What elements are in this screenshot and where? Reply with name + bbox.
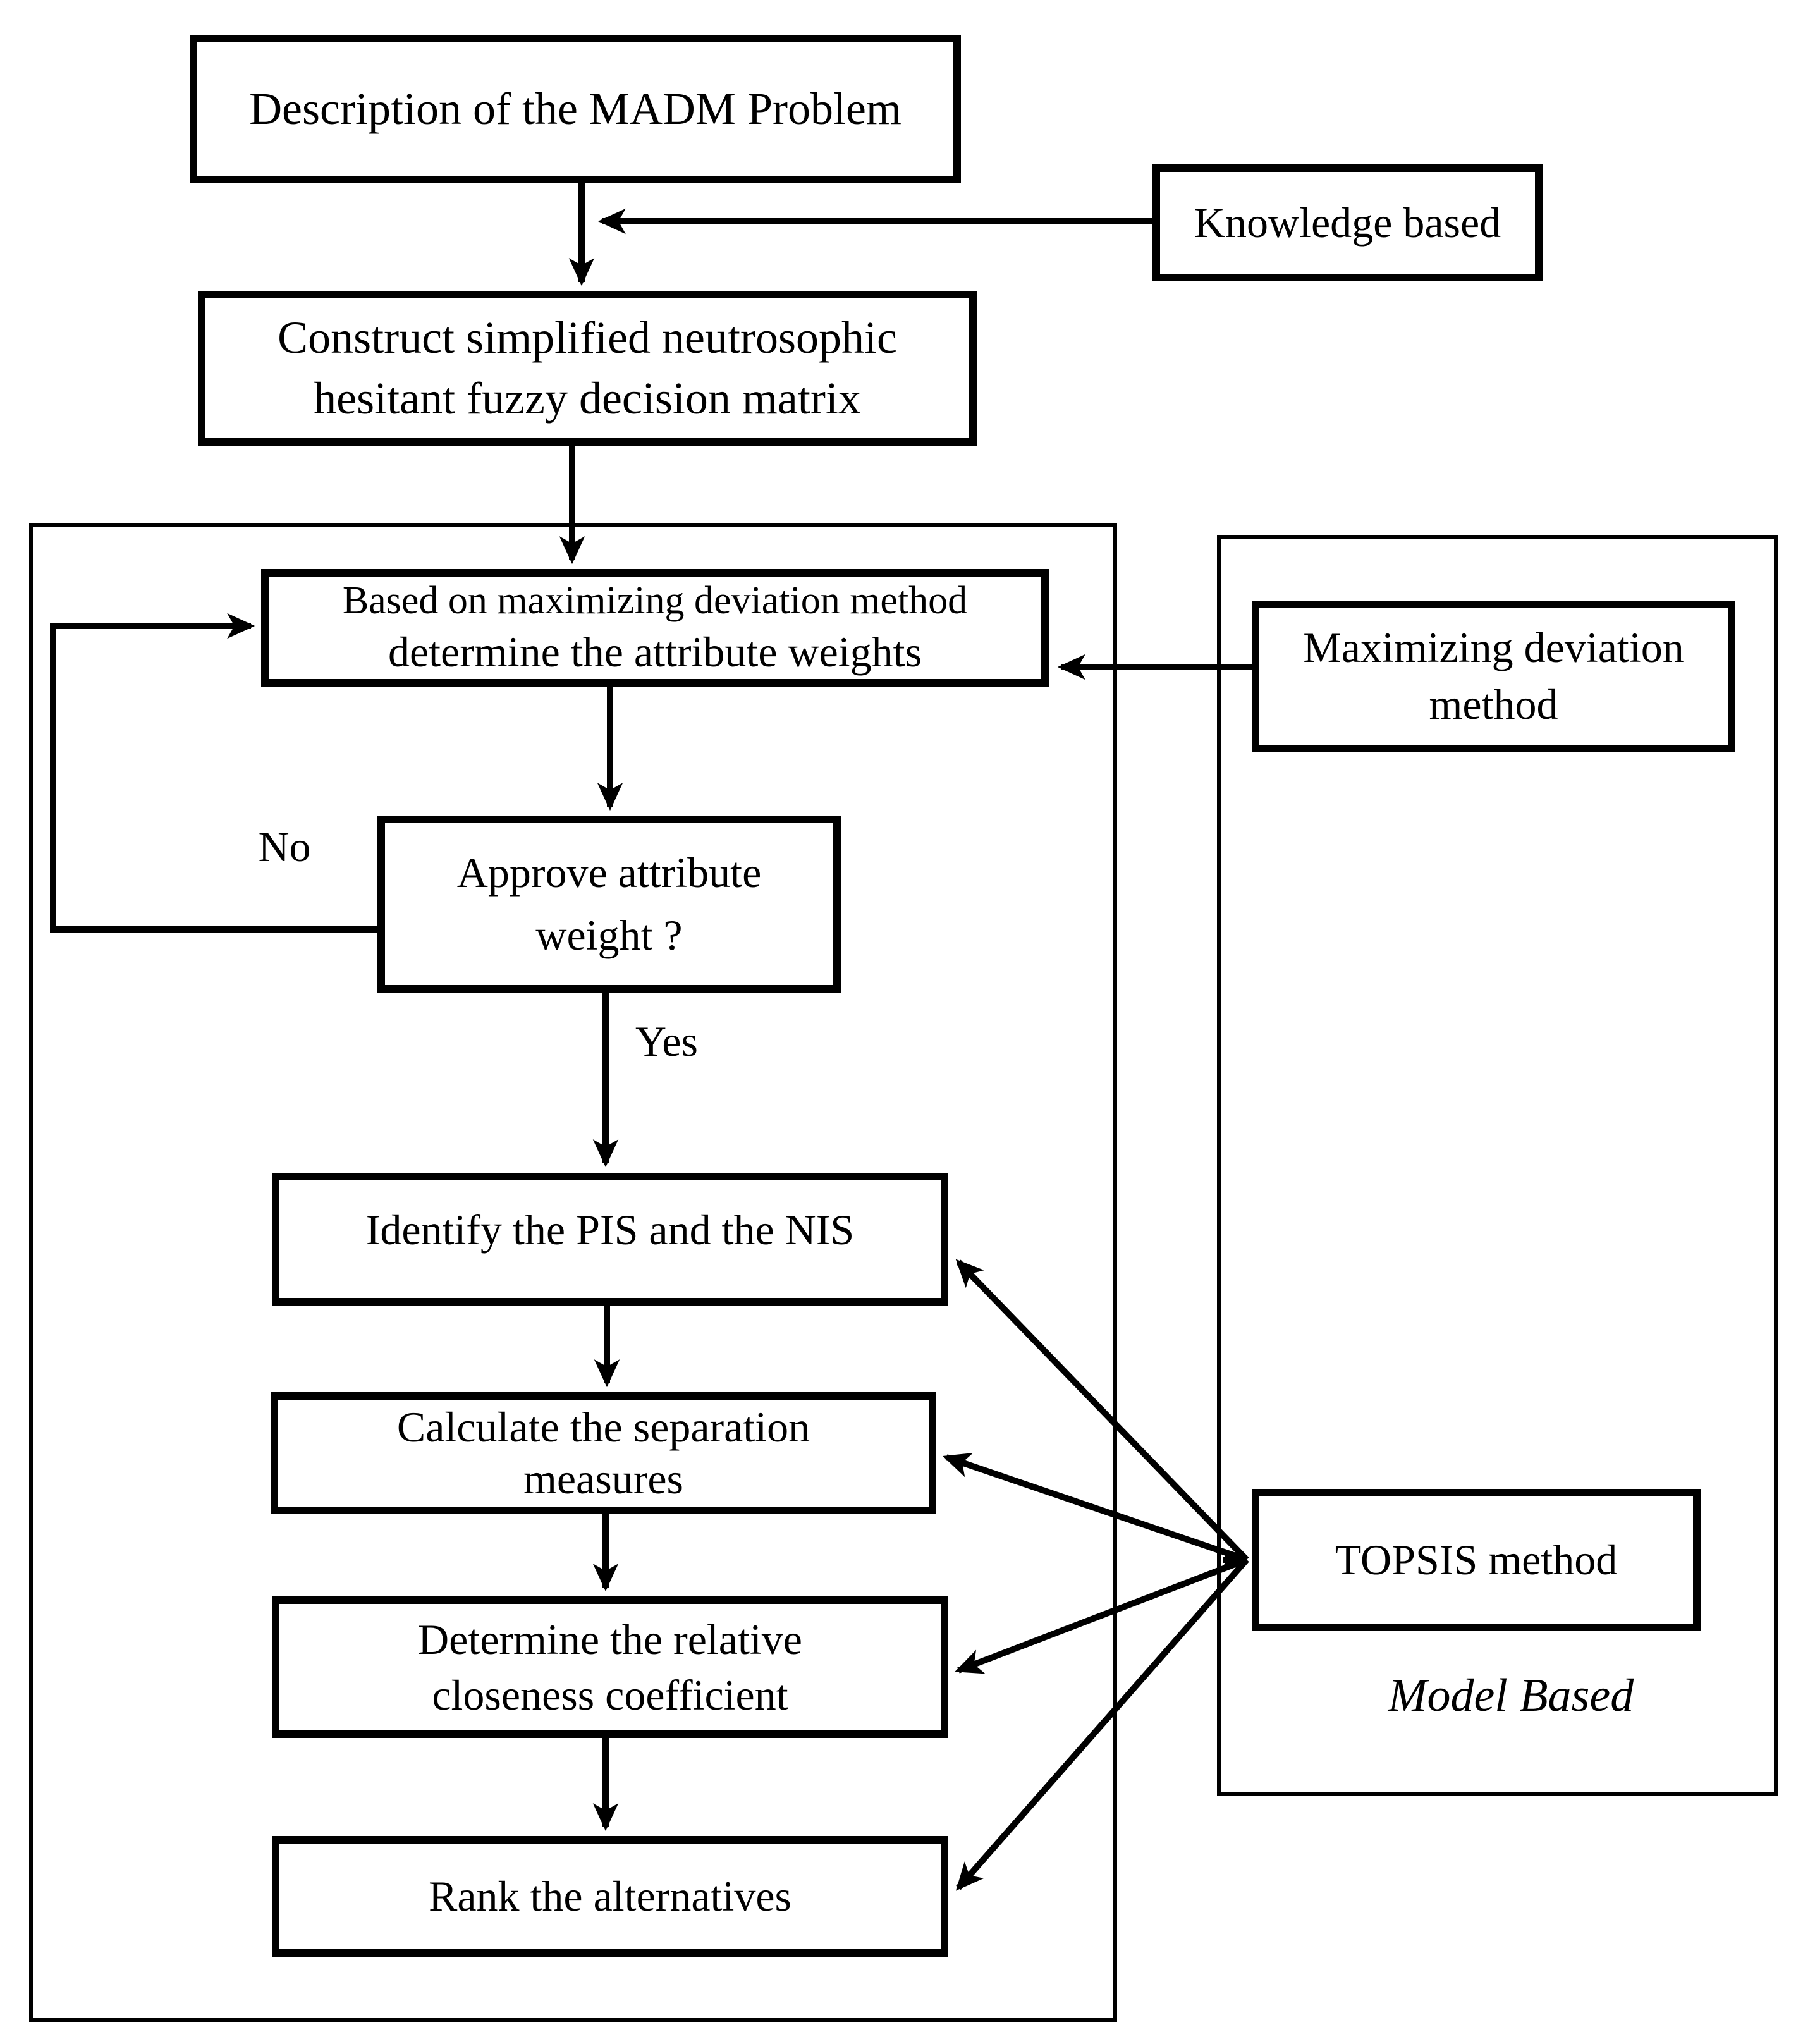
- edge-label-no: No: [258, 823, 311, 871]
- edge-topsis-to-closeness: [955, 1557, 1248, 1674]
- edge-topsis-to-rank: [955, 1557, 1249, 1891]
- node-closeness-line2: closeness coefficient: [432, 1671, 788, 1719]
- node-identify-pis-nis: Identify the PIS and the NIS: [272, 1173, 948, 1306]
- node-separation-line1: Calculate the separation: [396, 1402, 810, 1451]
- node-identify-label: Identify the PIS and the NIS: [365, 1206, 855, 1254]
- node-madm-problem-label: Description of the MADM Problem: [249, 83, 902, 134]
- node-weights-line2: determine the attribute weights: [388, 628, 922, 676]
- model-based-group-container: [1217, 535, 1778, 1796]
- node-construct-decision-matrix: Construct simplified neutrosophic hesita…: [198, 291, 977, 446]
- node-maxdev-line1: Maximizing deviation: [1303, 623, 1684, 672]
- edge-label-yes: Yes: [635, 1017, 698, 1065]
- node-closeness-line1: Determine the relative: [418, 1615, 802, 1663]
- node-construct-line1: Construct simplified neutrosophic: [278, 312, 897, 364]
- node-determine-attribute-weights: Based on maximizing deviation method det…: [261, 569, 1049, 687]
- node-madm-problem: Description of the MADM Problem: [190, 35, 961, 183]
- region-label-model-based: Model Based: [1388, 1670, 1634, 1722]
- node-knowledge-based: Knowledge based: [1152, 164, 1543, 281]
- node-approve-line2: weight ?: [535, 911, 683, 959]
- node-maxdev-line2: method: [1429, 680, 1558, 728]
- node-rank-label: Rank the alternatives: [428, 1871, 791, 1920]
- node-approve-attribute-weight-decision: Approve attribute weight ?: [377, 816, 841, 993]
- node-topsis-method: TOPSIS method: [1252, 1489, 1701, 1631]
- node-topsis-label: TOPSIS method: [1335, 1535, 1618, 1584]
- edge-topsis-to-identify: [955, 1259, 1249, 1562]
- node-approve-line1: Approve attribute: [456, 848, 762, 897]
- node-separation-line2: measures: [523, 1454, 683, 1503]
- node-knowledge-based-label: Knowledge based: [1194, 198, 1501, 247]
- node-rank-alternatives: Rank the alternatives: [272, 1836, 948, 1957]
- node-weights-line1: Based on maximizing deviation method: [342, 578, 968, 622]
- node-maximizing-deviation-method: Maximizing deviation method: [1252, 601, 1735, 752]
- node-construct-line2: hesitant fuzzy decision matrix: [314, 372, 861, 424]
- node-separation-measures: Calculate the separation measures: [271, 1392, 936, 1514]
- edge-approve-no-loop: [50, 613, 377, 933]
- edge-topsis-to-separation: [943, 1453, 1248, 1563]
- node-closeness-coefficient: Determine the relative closeness coeffic…: [272, 1596, 948, 1738]
